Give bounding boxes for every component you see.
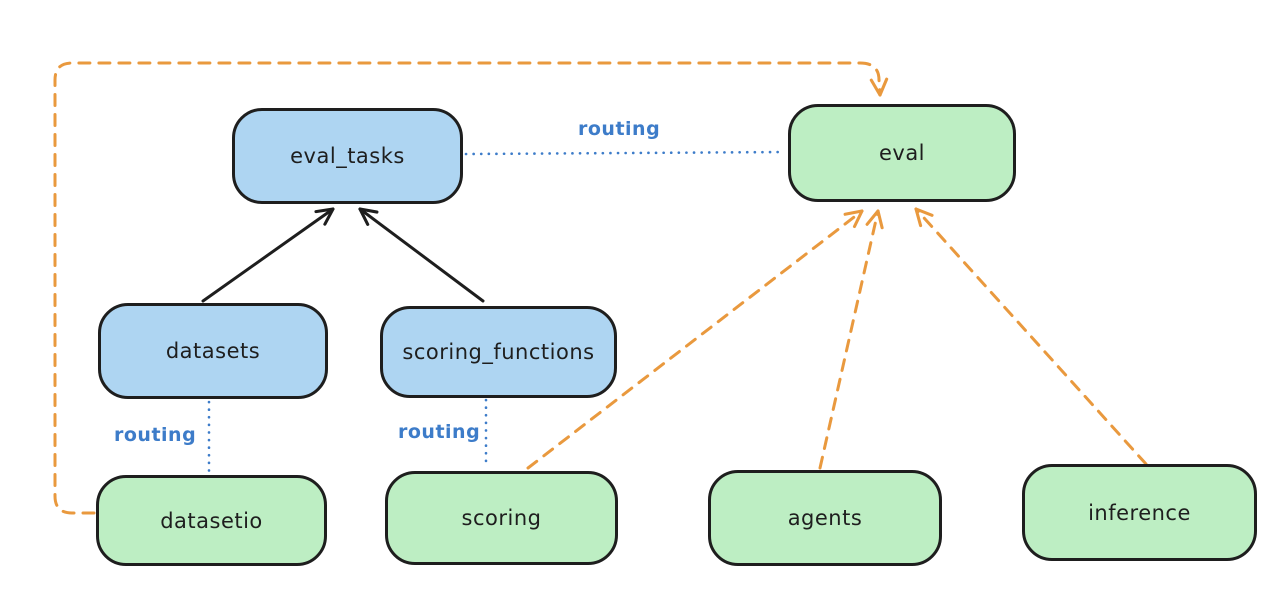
node-eval: eval	[788, 104, 1016, 202]
edge-inference-to-eval	[914, 207, 1148, 466]
node-inference: inference	[1022, 464, 1257, 561]
node-agents: agents	[708, 470, 942, 566]
node-datasets-label: datasets	[165, 339, 261, 363]
node-inference-label: inference	[1088, 500, 1191, 525]
node-scoring-functions-label: scoring_functions	[402, 340, 595, 364]
edge-label-routing-datasetio: routing	[114, 424, 197, 446]
edge-scoring-to-eval	[526, 209, 864, 470]
edge-label-routing-eval: routing	[578, 118, 661, 140]
edge-eval-tasks-to-eval-dotted	[464, 150, 787, 156]
edge-datasets-to-eval-tasks	[201, 207, 335, 303]
node-datasetio-label: datasetio	[160, 508, 263, 533]
node-scoring-functions: scoring_functions	[380, 306, 617, 398]
node-scoring-label: scoring	[461, 506, 542, 530]
node-scoring: scoring	[385, 471, 618, 565]
edge-agents-to-eval	[818, 209, 884, 470]
edge-scoring-functions-to-eval-tasks	[358, 207, 485, 303]
edge-label-routing-scoring: routing	[398, 421, 481, 443]
node-eval-tasks: eval_tasks	[232, 108, 463, 204]
node-eval-label: eval	[878, 141, 926, 165]
edge-datasetio-to-eval-loop	[53, 61, 889, 515]
node-eval-tasks-label: eval_tasks	[290, 144, 405, 168]
node-agents-label: agents	[787, 506, 863, 530]
node-datasets: datasets	[98, 303, 328, 399]
node-datasetio: datasetio	[96, 475, 327, 566]
